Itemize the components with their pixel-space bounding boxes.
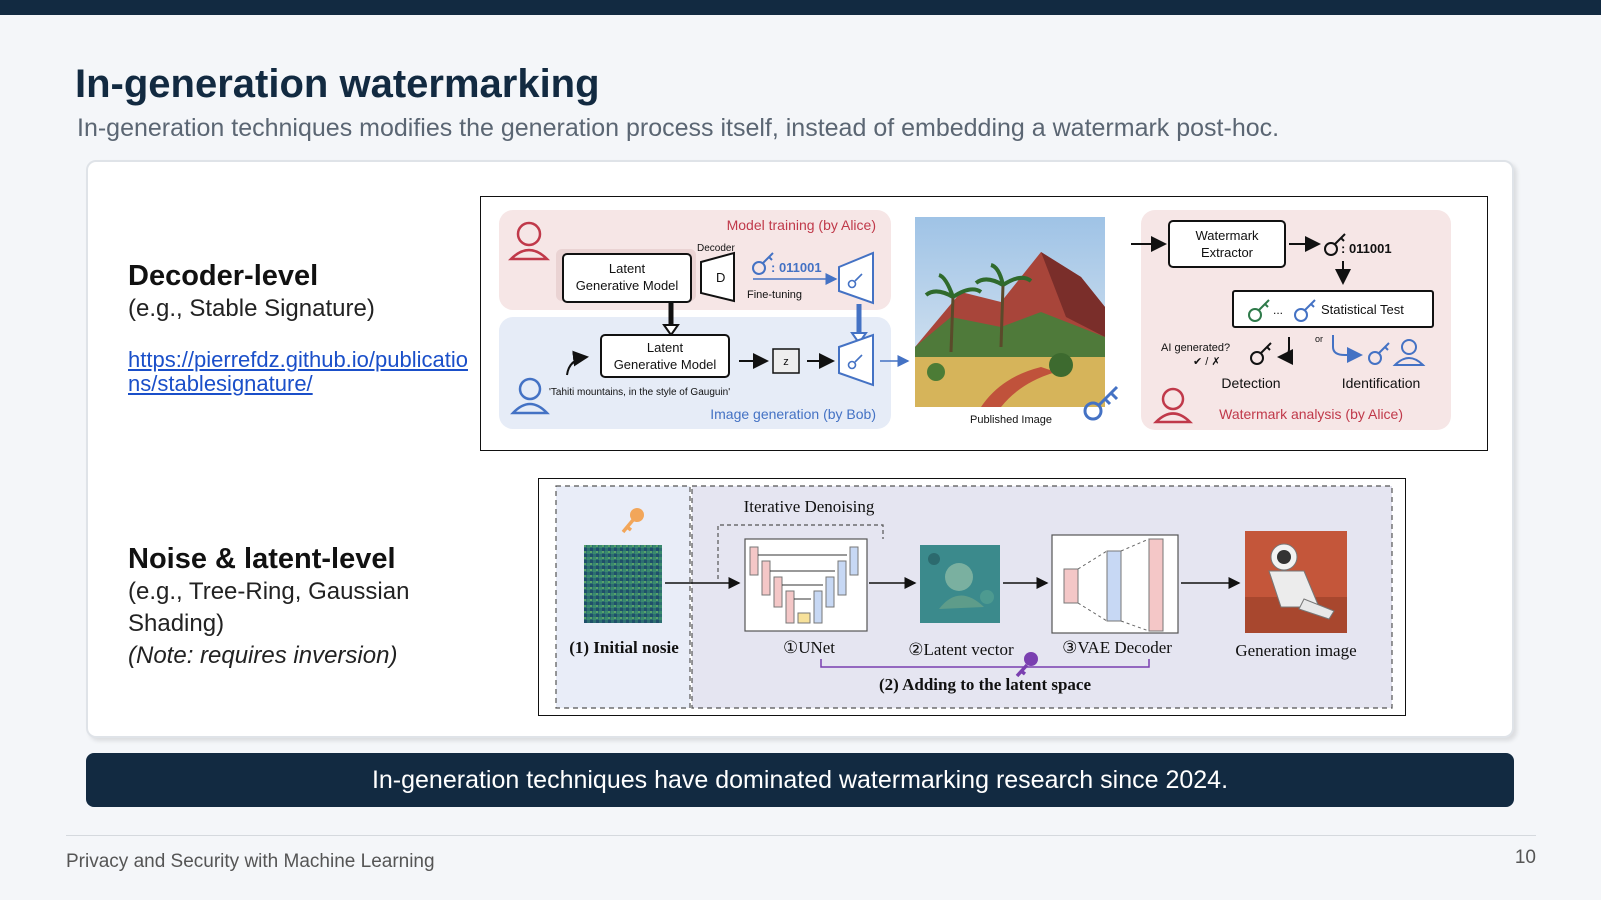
decoder-label: Decoder — [697, 243, 735, 254]
unet-label: ①UNet — [783, 638, 835, 657]
watermark-bits: : 011001 — [771, 260, 822, 275]
noise-latent-note: (Note: requires inversion) — [128, 642, 398, 669]
initial-noise-image — [584, 545, 662, 623]
key-icon-noise — [621, 508, 644, 534]
noise-latent-heading: Noise & latent-level — [128, 543, 396, 575]
noise-latent-example-line2: Shading) — [128, 610, 225, 637]
model-training-label: Model training (by Alice) — [727, 217, 876, 233]
stable-signature-figure: Model training (by Alice) Latent Generat… — [480, 196, 1488, 451]
watermark-analysis-label: Watermark analysis (by Alice) — [1219, 406, 1403, 422]
key-icon-extracted — [1324, 233, 1346, 256]
generation-image — [1245, 531, 1347, 633]
key-icon-test-2 — [1294, 299, 1316, 322]
extracted-bits: : 011001 — [1341, 241, 1392, 256]
decoder-level-heading: Decoder-level — [128, 260, 319, 292]
footer-divider — [66, 835, 1536, 836]
initial-noise-label: (1) Initial nosie — [569, 638, 679, 657]
tree-ring-figure: (1) Initial nosie Iterative Denoising ①U… — [538, 478, 1406, 716]
latent-model-box-generation — [600, 334, 730, 378]
latent-model-gen-text-2: Generative Model — [614, 357, 717, 372]
iterative-denoising-label: Iterative Denoising — [744, 497, 875, 516]
prompt-text: 'Tahiti mountains, in the style of Gaugu… — [549, 387, 730, 398]
key-icon-published — [1083, 385, 1119, 421]
published-image-label: Published Image — [970, 414, 1052, 426]
or-label: or — [1315, 334, 1323, 344]
statistical-test-label: Statistical Test — [1321, 302, 1404, 317]
generation-image-label: Generation image — [1235, 641, 1356, 660]
latent-z-label: z — [783, 356, 789, 368]
takeaway-banner: In-generation techniques have dominated … — [86, 753, 1514, 807]
fine-tuning-label: Fine-tuning — [747, 289, 802, 301]
published-image — [915, 217, 1105, 407]
latent-model-box-training — [562, 253, 692, 303]
statistical-test-box — [1232, 290, 1434, 328]
key-icon-detection — [1250, 342, 1272, 365]
vae-decoder-diagram — [1051, 534, 1179, 634]
page-number: 10 — [1514, 847, 1536, 868]
extractor-text-2: Extractor — [1201, 245, 1254, 260]
decoder-level-example: (e.g., Stable Signature) — [128, 295, 375, 322]
detection-label: Detection — [1221, 375, 1280, 391]
decoder-shape — [700, 251, 735, 303]
latent-model-text-1: Latent — [609, 261, 646, 276]
extractor-text-1: Watermark — [1195, 228, 1259, 243]
decoder-d-label: D — [716, 270, 725, 285]
key-icon-latent — [1015, 652, 1038, 678]
noise-latent-example-line1: (e.g., Tree-Ring, Gaussian — [128, 578, 410, 605]
unet-diagram — [744, 538, 868, 632]
alice-icon — [507, 221, 551, 261]
ai-generated-label: AI generated? — [1161, 342, 1230, 354]
latent-z-box — [772, 348, 800, 374]
noise-latent-section: Noise & latent-level (e.g., Tree-Ring, G… — [128, 543, 409, 672]
key-icon-test-1 — [1248, 299, 1270, 322]
person-icon-identification — [1392, 339, 1426, 366]
key-icon-identification — [1368, 342, 1390, 365]
test-dots: ... — [1273, 303, 1283, 317]
key-icon-training — [752, 252, 774, 275]
top-bar — [0, 0, 1601, 15]
image-generation-label: Image generation (by Bob) — [710, 406, 876, 422]
decoder-level-section: Decoder-level (e.g., Stable Signature) h… — [128, 260, 468, 396]
bob-icon — [510, 377, 550, 415]
identification-label: Identification — [1342, 375, 1421, 391]
latent-vector-label: ②Latent vector — [908, 640, 1014, 659]
fine-tuned-decoder — [838, 251, 874, 305]
latent-bracket — [820, 659, 1150, 668]
latent-model-gen-text-1: Latent — [647, 340, 684, 355]
adding-latent-label: (2) Adding to the latent space — [879, 675, 1091, 694]
slide-subtitle: In-generation techniques modifies the ge… — [77, 114, 1280, 142]
alice-analysis-icon — [1152, 387, 1194, 424]
footer-course-title: Privacy and Security with Machine Learni… — [66, 851, 435, 872]
latent-vector-image — [920, 545, 1000, 623]
check-cross-label: ✔ / ✗ — [1193, 356, 1221, 368]
watermark-extractor-box — [1168, 220, 1286, 268]
stable-signature-link[interactable]: https://pierrefdz.github.io/publications… — [128, 347, 468, 396]
slide-title: In-generation watermarking — [75, 62, 600, 106]
latent-model-text-2: Generative Model — [576, 278, 679, 293]
vae-decoder-label: ③VAE Decoder — [1062, 638, 1172, 657]
